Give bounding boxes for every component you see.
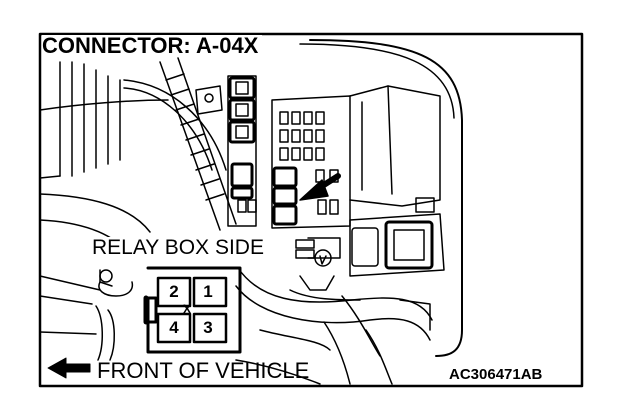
figure-code: AC306471AB [449,366,543,383]
front-arrow-icon [47,357,91,379]
pin-label: 3 [203,318,213,337]
connector-title: CONNECTOR: A-04X [42,35,263,57]
harness [235,267,433,385]
ribbed-hose [159,57,237,231]
grommet [295,237,341,267]
pin-label: 2 [169,282,179,301]
connector-center-mark: X [183,302,192,316]
connector-face-diagram [143,266,242,354]
relay-stack [228,76,256,200]
stud-bolt [39,269,134,361]
relay-box-side-label: RELAY BOX SIDE [90,236,266,259]
pointer-arrow [299,173,341,201]
left-duct [39,61,227,253]
front-of-vehicle-label: FRONT OF VEHICLE [97,358,310,383]
pin-label: 1 [203,282,213,301]
bracket [195,85,223,115]
relay-box-components [349,85,445,277]
frame-border [38,32,584,388]
relay-box-cover [309,39,463,357]
pin-label: 4 [169,318,179,337]
target-connector [272,166,298,226]
